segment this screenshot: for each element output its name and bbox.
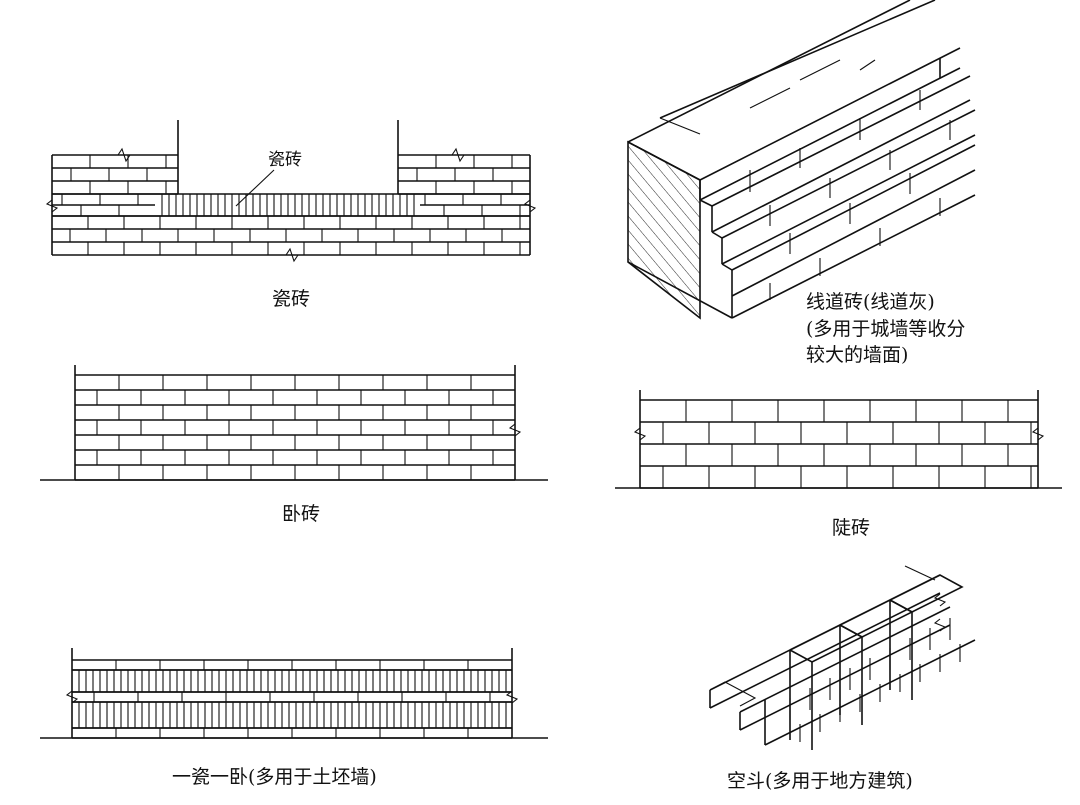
xiandao-brick-lines [627, 0, 976, 319]
top-left-edge [627, 141, 701, 181]
rail-top [709, 574, 941, 691]
break-mark [45, 199, 59, 213]
course-line [731, 144, 976, 271]
course-line [699, 67, 961, 201]
dou-zhuan-caption: 陡砖 [832, 517, 871, 539]
hollow-cell-top [889, 574, 964, 613]
ci-zhuan-left-wall [45, 120, 179, 255]
break-mark [633, 427, 647, 441]
dimension-line [904, 565, 936, 581]
wall-base [764, 639, 976, 746]
xiandao-caption-line1: 线道砖(线道灰) [806, 291, 935, 313]
wo-zhuan-drawing [40, 365, 548, 481]
course-step [711, 231, 723, 239]
break-mark [508, 423, 522, 437]
break-mark [451, 147, 465, 163]
rail-end-top [709, 681, 757, 707]
xiandao-caption-line2: (多用于城墙等收分 [806, 318, 966, 340]
brick-joint [749, 87, 791, 109]
break-mark [285, 247, 299, 263]
course-step [699, 199, 713, 207]
break-mark [505, 690, 519, 704]
course-line [721, 134, 976, 265]
course-line [731, 194, 976, 319]
break-mark [523, 199, 537, 213]
kong-dou-drawing [709, 565, 976, 750]
top-edge-mid [659, 0, 936, 119]
xiandao-caption-line3: 较大的墙面) [806, 344, 909, 366]
kong-dou-caption: 空斗(多用于地方建筑) [727, 770, 913, 792]
rail-top [739, 606, 951, 713]
course-line [711, 99, 971, 233]
xiandao-zhuan-drawing [627, 0, 976, 320]
dou-zhuan-drawing [615, 390, 1062, 489]
base-edge [627, 261, 733, 319]
brick-joint [859, 59, 876, 71]
break-mark [933, 593, 947, 607]
wo-zhuan-caption: 卧砖 [282, 503, 321, 525]
yici-yiwo-drawing [40, 648, 548, 739]
ci-zhuan-upright-course [155, 193, 420, 217]
break-mark [117, 147, 131, 163]
top-edge-front [699, 47, 961, 181]
ci-zhuan-callout: 瓷砖 [268, 150, 302, 170]
ci-zhuan-drawing [45, 120, 537, 263]
course-line [721, 109, 976, 239]
course-line [711, 75, 971, 207]
course-line [731, 169, 976, 297]
break-mark [933, 618, 947, 632]
course-step [721, 263, 733, 271]
ci-zhuan-callout-leader [235, 169, 275, 207]
brick-joint [799, 59, 841, 81]
ci-zhuan-caption: 瓷砖 [272, 288, 311, 310]
rail-bottom [739, 624, 951, 731]
brick-top-joint [659, 117, 701, 135]
break-mark [65, 690, 79, 704]
xiandao-hatched-section [627, 140, 701, 320]
ci-zhuan-middle-courses [52, 215, 530, 263]
break-mark [1031, 427, 1045, 441]
rail-bottom [709, 592, 941, 709]
yici-yiwo-caption: 一瓷一卧(多用于土坯墙) [172, 766, 377, 788]
